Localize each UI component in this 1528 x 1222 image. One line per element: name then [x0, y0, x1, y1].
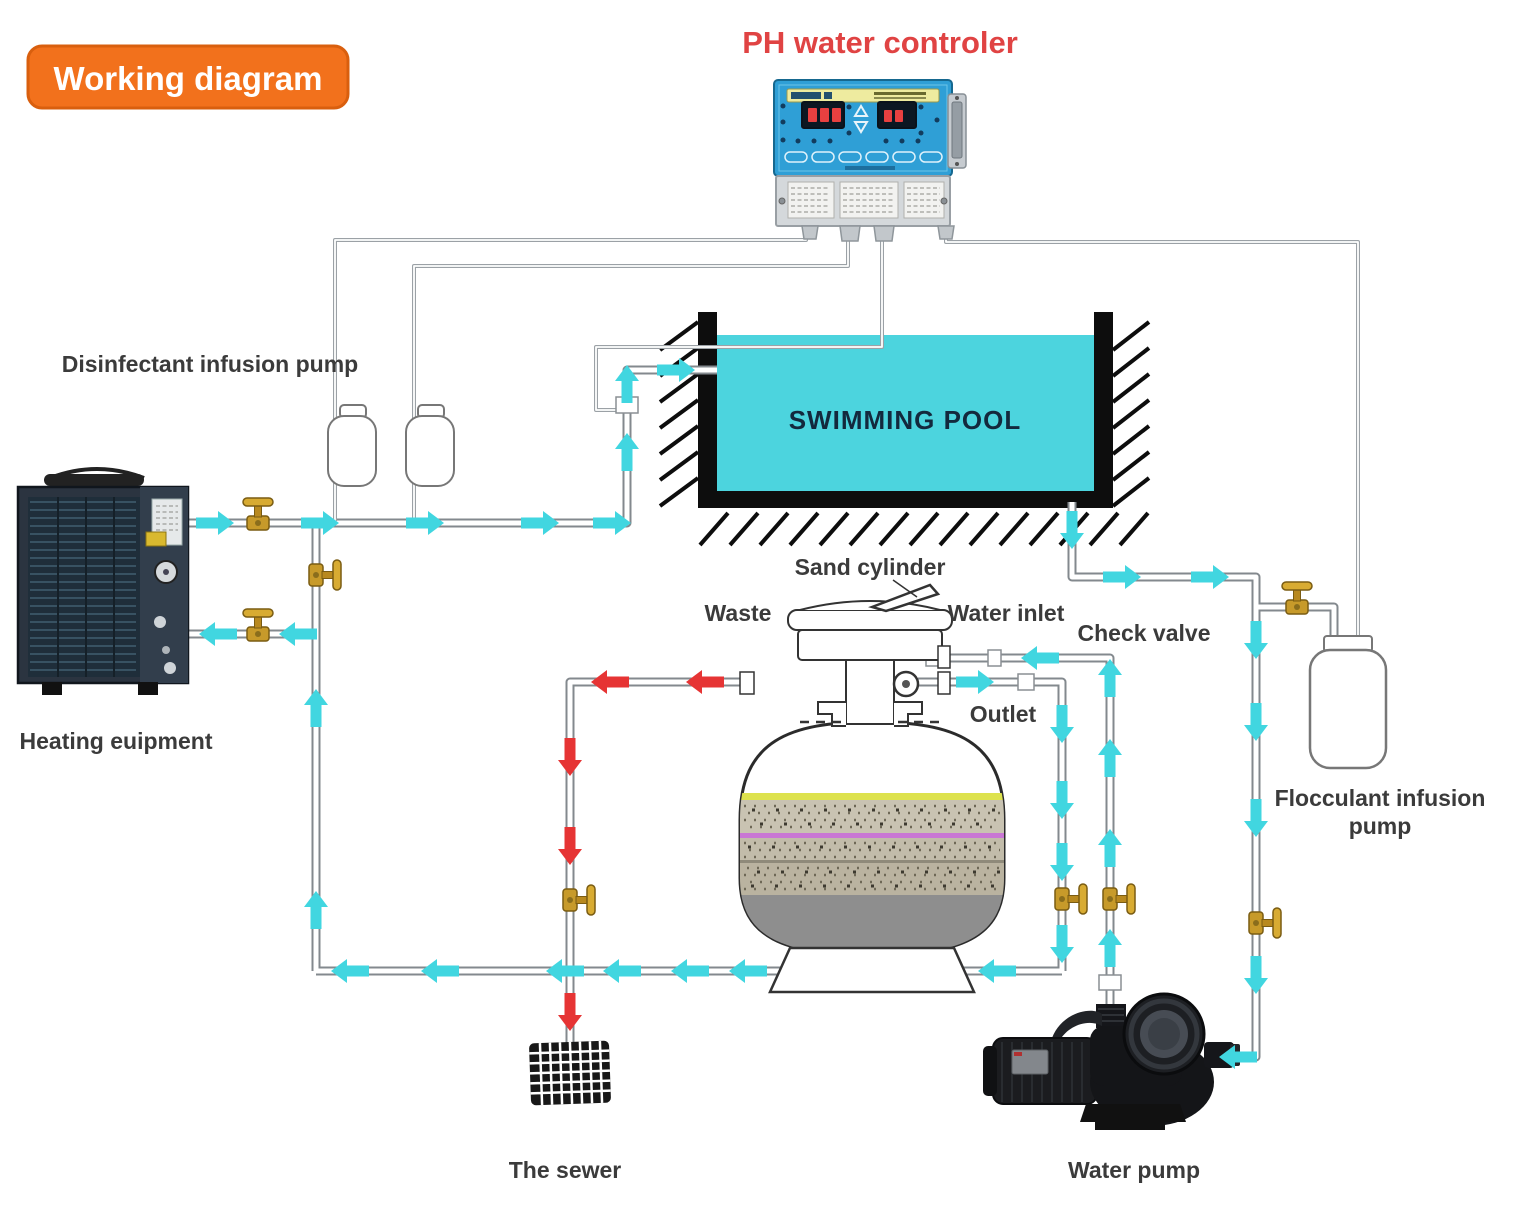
red-flow-arrow: [686, 670, 724, 694]
red-flow-arrow: [558, 993, 582, 1031]
cyan-flow-arrow: [304, 689, 328, 727]
water-pump-image: [983, 992, 1240, 1130]
cyan-flow-arrow: [1060, 511, 1084, 549]
down-arrow-button: [853, 121, 869, 134]
cyan-flow-arrow: [199, 622, 237, 646]
cyan-flow-arrow: [1244, 799, 1268, 837]
cyan-flow-arrow: [615, 365, 639, 403]
valve-icon: [562, 884, 596, 916]
sand-tank-base: [768, 946, 976, 994]
cyan-flow-arrow: [1098, 659, 1122, 697]
controller-button-row: [784, 151, 943, 163]
cyan-flow-arrow: [1021, 646, 1059, 670]
cyan-flow-arrow: [603, 959, 641, 983]
cyan-flow-arrow: [304, 891, 328, 929]
label-flocculant-line2: pump: [1349, 813, 1412, 839]
valve-icon: [242, 497, 274, 531]
label-check-valve: Check valve: [1078, 620, 1211, 646]
cyan-flow-arrow: [196, 511, 234, 535]
red-flow-arrow: [558, 827, 582, 865]
cyan-flow-arrow: [615, 433, 639, 471]
up-arrow-button: [853, 104, 869, 117]
red-flow-arrow: [558, 738, 582, 776]
page-title: PH water controler: [742, 25, 1018, 60]
cyan-flow-arrow: [301, 511, 339, 535]
cyan-flow-arrow: [1219, 1045, 1257, 1069]
flocculant-bottle: [1308, 635, 1388, 770]
pool-wall-right: [1094, 312, 1113, 508]
cyan-flow-arrow: [546, 959, 584, 983]
cyan-flow-arrow: [1244, 703, 1268, 741]
sewer-grate: [529, 1040, 611, 1106]
controller-image: [773, 79, 967, 242]
disinfectant-bottle-left: [327, 404, 377, 487]
label-outlet: Outlet: [970, 701, 1037, 727]
label-water-inlet: Water inlet: [948, 600, 1065, 626]
cyan-flow-arrow: [1098, 739, 1122, 777]
valve-icon: [1281, 581, 1313, 615]
valve-icon: [1102, 883, 1136, 915]
cyan-flow-arrow: [978, 959, 1016, 983]
controller-indicator-dots: [780, 103, 940, 144]
pool-hatching-right: [1111, 320, 1151, 508]
swimming-pool: [658, 312, 1151, 547]
disinfectant-bottle-right: [405, 404, 455, 487]
cyan-flow-arrow: [421, 959, 459, 983]
cyan-flow-arrow: [1098, 929, 1122, 967]
cyan-flow-arrow: [1103, 565, 1141, 589]
cyan-flow-arrow: [1244, 621, 1268, 659]
cyan-flow-arrow: [521, 511, 559, 535]
sand-filter-image: [738, 579, 1006, 994]
cyan-flow-arrow: [657, 358, 695, 382]
cyan-flow-arrow: [593, 511, 631, 535]
cyan-flow-arrow: [1098, 829, 1122, 867]
cyan-flow-arrow: [956, 670, 994, 694]
pool-water: [717, 335, 1094, 491]
label-swimming-pool: SWIMMING POOL: [789, 405, 1022, 435]
valve-icon: [1248, 907, 1282, 939]
controller-cable-glands: [801, 225, 955, 242]
label-water-pump: Water pump: [1068, 1157, 1200, 1183]
cyan-flow-arrow: [671, 959, 709, 983]
label-pointer-line: [892, 579, 918, 598]
multiport-valve: [739, 579, 953, 727]
cyan-flow-arrow: [729, 959, 767, 983]
badge-label: Working diagram: [54, 60, 323, 97]
valve-icon: [1054, 883, 1088, 915]
label-heating-equipment: Heating euipment: [20, 728, 213, 754]
cyan-flow-arrow: [1050, 925, 1074, 963]
cyan-flow-arrow: [331, 959, 369, 983]
cyan-flow-arrow: [406, 511, 444, 535]
flow-arrows-layer: [196, 358, 1268, 1069]
label-sewer: The sewer: [509, 1157, 622, 1183]
cyan-flow-arrow: [1244, 956, 1268, 994]
cyan-flow-arrow: [1050, 705, 1074, 743]
red-flow-arrow: [591, 670, 629, 694]
working-diagram-badge: Working diagram: [26, 44, 350, 110]
pool-wall-bottom: [698, 491, 1113, 508]
label-flocculant-line1: Flocculant infusion: [1275, 785, 1486, 811]
valve-icon: [308, 559, 342, 591]
pool-hatching-left: [658, 320, 700, 508]
pool-wall-left: [698, 312, 717, 508]
cyan-flow-arrow: [279, 622, 317, 646]
label-sand-cylinder: Sand cylinder: [795, 554, 946, 580]
valve-icon: [242, 608, 274, 642]
label-waste: Waste: [705, 600, 772, 626]
cyan-flow-arrow: [1050, 781, 1074, 819]
pool-hatching-bottom: [698, 511, 1150, 547]
cyan-flow-arrow: [1050, 843, 1074, 881]
heater-image: [16, 467, 190, 695]
sand-layers: [740, 793, 1004, 955]
label-disinfectant-pump: Disinfectant infusion pump: [62, 351, 358, 377]
cyan-flow-arrow: [1191, 565, 1229, 589]
